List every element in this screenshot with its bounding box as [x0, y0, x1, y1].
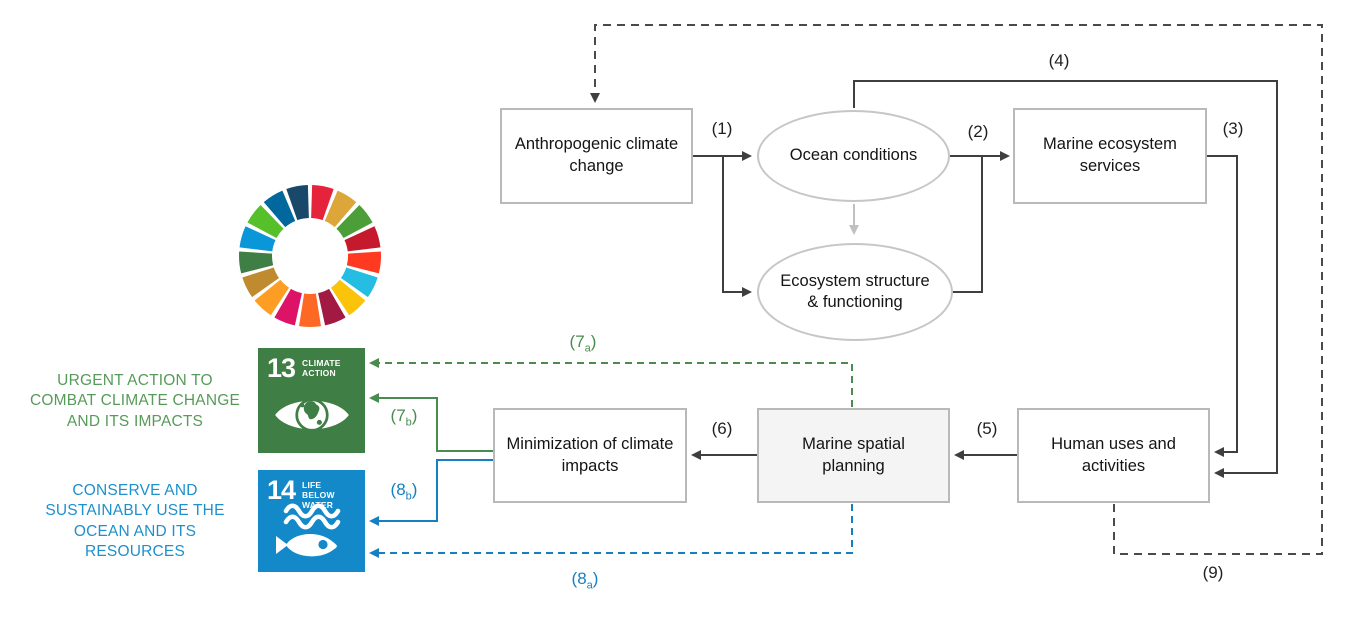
sdg-wheel-segment: [247, 204, 284, 239]
edge-label-9: (9): [1202, 563, 1224, 582]
edge-label-1: (1): [711, 119, 733, 138]
sdg-wheel-logo: [234, 180, 386, 332]
sdg13-goal-statement: URGENT ACTION TO COMBAT CLIMATE CHANGE A…: [29, 372, 241, 430]
sdg-wheel-segment: [336, 204, 373, 239]
edge-label-6: (6): [711, 419, 733, 438]
edge-7a-dashed-arrow: [369, 358, 853, 407]
sdg14-goal-statement: CONSERVE AND SUSTAINABLY USE THE OCEAN A…: [45, 482, 225, 561]
sdg-wheel-segment: [299, 293, 321, 328]
edge-1-arrows: [693, 151, 752, 297]
sdg-wheel-segment: [239, 226, 276, 252]
sdg-wheel-segment: [286, 185, 309, 221]
edge-2-arrow: [950, 151, 1010, 293]
sdg-wheel-segment: [274, 288, 302, 326]
node-marine-spatial-planning: Marine spatial planning: [757, 408, 950, 503]
sdg14-tile: 14 LIFE BELOW WATER: [258, 470, 365, 572]
edge-label-7b: (7b): [390, 406, 418, 429]
sdg13-number: 13: [267, 353, 296, 383]
sdg14-number: 14: [267, 475, 296, 505]
edge-4-arrow: [853, 80, 1278, 478]
node-ecosystem-structure-functioning: Ecosystem structure & functioning: [757, 243, 953, 341]
node-marine-ecosystem-services: Marine ecosystem services: [1013, 108, 1207, 204]
edge-label-2: (2): [967, 122, 989, 141]
sdg-wheel-segment: [242, 267, 280, 298]
sdg-wheel-segment: [340, 267, 378, 298]
sdg13-title: CLIMATE ACTION: [302, 358, 341, 379]
sdg-wheel-segment: [238, 251, 274, 274]
sdg13-tile: 13 CLIMATE ACTION: [258, 348, 365, 453]
node-ocean-conditions: Ocean conditions: [757, 110, 950, 202]
life-below-water-fish-waves-icon: [273, 501, 351, 566]
edge-9-dashed-arrow: [590, 24, 1323, 555]
edge-8b-arrow: [369, 459, 493, 526]
sdg-wheel-segment: [318, 288, 346, 326]
edge-label-3: (3): [1222, 119, 1244, 138]
edge-label-8a: (8a): [571, 569, 599, 592]
edge-3-arrow: [1207, 155, 1238, 457]
climate-action-eye-globe-icon: [272, 390, 352, 445]
sdg-wheel-segment: [330, 279, 366, 316]
sdg-wheel-segment: [346, 251, 382, 274]
edge-label-7a: (7a): [569, 332, 597, 355]
node-human-uses-activities: Human uses and activities: [1017, 408, 1210, 503]
edge-8a-dashed-arrow: [369, 504, 853, 558]
sdg-wheel-segment: [311, 185, 334, 221]
sdg-wheel-segment: [263, 190, 296, 228]
sdg-wheel-segment: [344, 226, 381, 252]
edge-7b-arrow: [369, 393, 493, 452]
edge-label-4: (4): [1048, 51, 1070, 70]
edge-label-5: (5): [976, 419, 998, 438]
node-anthropogenic-climate-change: Anthropogenic climate change: [500, 108, 693, 204]
sdg13-header: 13 CLIMATE ACTION: [258, 348, 365, 382]
sdg-wheel-segment: [254, 279, 290, 316]
node-minimization-climate-impacts: Minimization of climate impacts: [493, 408, 687, 503]
sdg-wheel-segment: [324, 190, 357, 228]
edge-label-8b: (8b): [390, 480, 418, 503]
